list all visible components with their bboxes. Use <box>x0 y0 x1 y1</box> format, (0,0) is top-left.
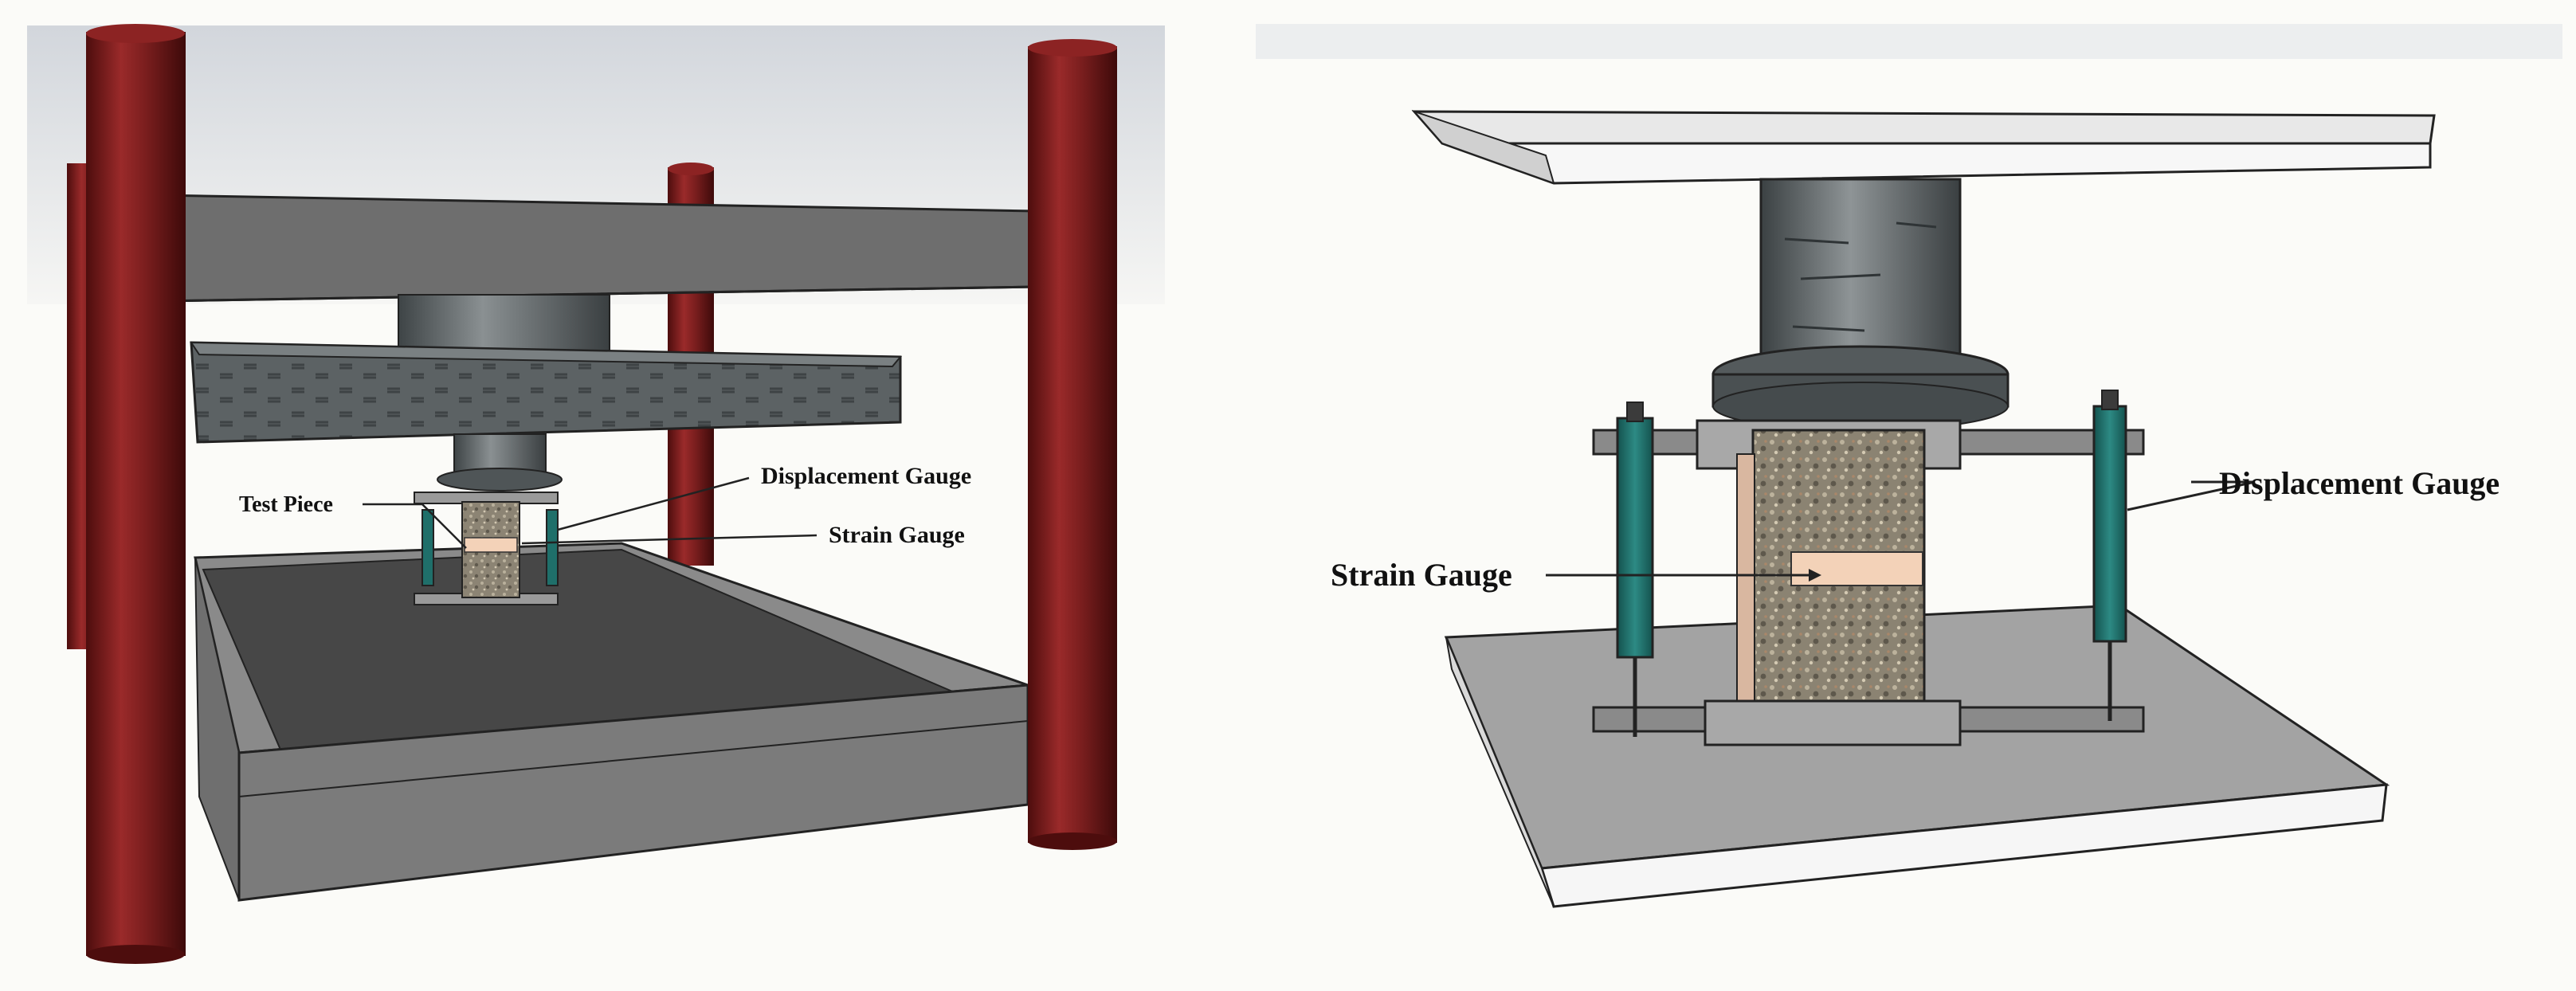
strain-gauge-label-right: Strain Gauge <box>1331 557 1512 593</box>
strain-gauge-label-left: Strain Gauge <box>829 522 965 548</box>
top-band <box>1256 24 2562 59</box>
press-overview-drawing: Test Piece Displacement Gauge Strain Gau… <box>0 0 1243 991</box>
front-left-column <box>86 32 186 956</box>
displacement-gauge-label-left: Displacement Gauge <box>761 463 971 489</box>
test-piece-label: Test Piece <box>239 492 333 517</box>
strain-gauge-small <box>464 537 518 553</box>
displacement-gauge-left-small <box>421 509 434 586</box>
displacement-gauge-right-small <box>546 509 559 586</box>
specimen-closeup-drawing: Strain Gauge Displacement Gauge <box>1243 0 2576 991</box>
displacement-gauge-left <box>1616 401 1654 737</box>
specimen-assembly-small <box>414 492 559 605</box>
specimen-closeup-panel: Strain Gauge Displacement Gauge <box>1243 0 2576 991</box>
lower-clamp <box>1592 699 2145 746</box>
front-right-column <box>1028 46 1117 843</box>
displacement-gauge-right <box>2092 390 2127 721</box>
top-platen <box>1411 109 2436 185</box>
press-overview-panel: Test Piece Displacement Gauge Strain Gau… <box>0 0 1243 991</box>
displacement-gauge-label-right: Displacement Gauge <box>2219 465 2500 501</box>
top-crossbeam <box>158 194 1037 303</box>
strain-gauge <box>1790 551 1923 586</box>
